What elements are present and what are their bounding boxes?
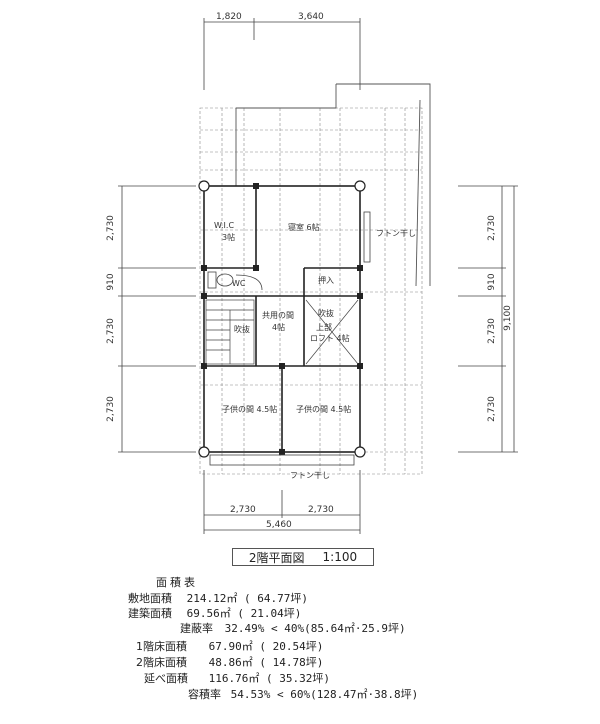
area-value: 67.90㎡ ( 20.54坪) [208,640,324,653]
area-label: 2階床面積 [136,656,187,669]
room-void: 吹抜 [234,324,250,334]
dim-left-1: 2,730 [106,215,116,241]
dim-right-3: 2,730 [487,318,497,344]
plan-title-box: 2階平面図 1:100 [232,548,374,566]
dim-top-1: 1,820 [216,12,242,22]
room-child1: 子供の間 4.5帖 [222,404,277,414]
right-dimensions [458,185,518,453]
dim-left-2: 910 [106,273,116,290]
note-futon1: フトン干し [376,229,416,238]
balcony [209,454,355,466]
area-value: 69.56㎡ ( 21.04坪) [186,607,302,620]
area-label: 建築面積 [128,607,172,620]
room-storage: 押入 [318,275,334,285]
dim-right-total: 9,100 [503,305,513,331]
room-child2: 子供の間 4.5帖 [296,404,351,414]
room-loft2: ロフト 4帖 [310,333,350,343]
dim-bottom-1: 2,730 [230,505,256,515]
area-row: 敷地面積 214.12㎡ ( 64.77坪) [128,590,308,606]
stairs [205,299,255,365]
room-hall-size: 4帖 [272,322,285,332]
dim-bottom-2: 2,730 [308,505,334,515]
columns [198,180,366,458]
note-futon2: フトン干し [290,471,330,480]
toilet [207,271,263,291]
area-label: 延べ面積 [144,672,188,685]
floor-plan: 1,820 3,640 2,730 910 2,730 2,730 2,730 … [106,12,518,534]
roof-grid [199,107,423,475]
area-label: 1階床面積 [136,640,187,653]
bottom-dimensions [203,470,361,534]
room-wc: WC [232,279,246,288]
room-master: 寝室 6帖 [288,222,320,232]
area-value: 48.86㎡ ( 14.78坪) [208,656,324,669]
area-value: 54.53% < 60%(128.47㎡·38.8坪) [230,688,419,701]
plan-scale: 1:100 [322,550,358,564]
area-label: 容積率 [188,688,221,701]
posts [201,183,363,455]
room-hall: 共用の間 [262,311,294,320]
area-row: 1階床面積 67.90㎡ ( 20.54坪) [136,638,323,654]
room-open: 吹抜 [318,308,334,318]
roof-outline [336,83,431,286]
area-row: 容積率 54.53% < 60%(128.47㎡·38.8坪) [188,686,418,702]
area-value: 32.49% < 40%(85.64㎡·25.9坪) [224,622,406,635]
area-value: 116.76㎡ ( 35.32坪) [208,672,330,685]
dim-right-1: 2,730 [487,215,497,241]
area-label: 敷地面積 [128,592,172,605]
dim-bottom-total: 5,460 [266,520,292,530]
area-row: 2階床面積 48.86㎡ ( 14.78坪) [136,654,323,670]
area-row: 建築面積 69.56㎡ ( 21.04坪) [128,605,301,621]
room-loft: 上部 [316,322,332,332]
area-label: 建蔽率 [180,622,213,635]
area-value: 214.12㎡ ( 64.77坪) [186,592,308,605]
dim-right-4: 2,730 [487,396,497,422]
top-dimensions [203,18,361,90]
dim-left-4: 2,730 [106,396,116,422]
area-row: 建蔽率 32.49% < 40%(85.64㎡·25.9坪) [180,620,406,636]
dim-top-2: 3,640 [298,12,324,22]
futon-hanger [363,211,371,263]
area-table-title: 面積表 [156,576,198,589]
plan-title: 2階平面図 [248,550,305,565]
loft-void [305,299,359,365]
left-dimensions [118,185,196,453]
room-wic-size: 3帖 [222,232,235,242]
dim-left-3: 2,730 [106,318,116,344]
area-row: 延べ面積 116.76㎡ ( 35.32坪) [144,670,330,686]
room-wic: W.I.C [214,221,234,230]
dim-right-2: 910 [487,273,497,290]
